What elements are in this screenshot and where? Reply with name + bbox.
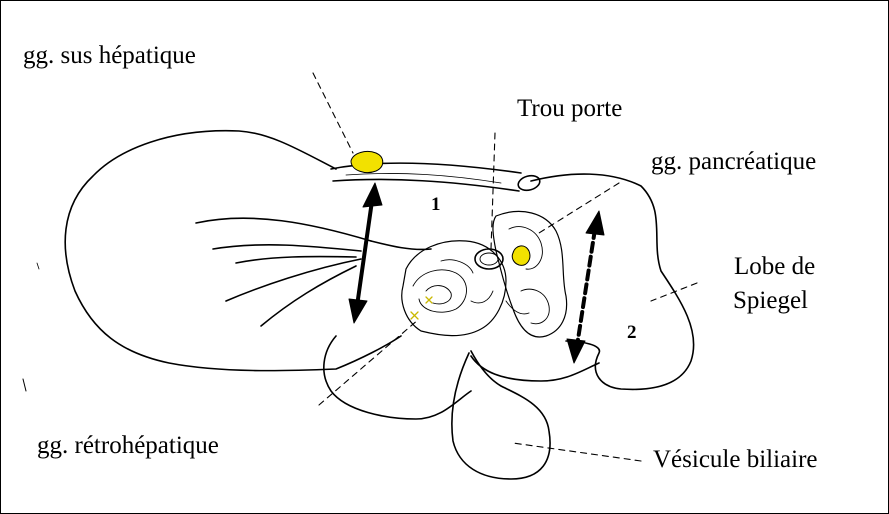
leader-retrohepatique: [319, 319, 419, 405]
arrow-2-head-top: [586, 211, 604, 235]
label-lobe-de: Lobe de: [734, 254, 815, 279]
label-vesicule-biliaire: Vésicule biliaire: [653, 447, 818, 472]
fissure-4: [226, 259, 361, 301]
leader-lobe-spiegel: [651, 283, 697, 301]
label-gg-retrohepatique: gg. rétrohépatique: [37, 433, 219, 458]
leader-lines: [313, 73, 697, 461]
arrow-2-shaft: [577, 229, 595, 346]
fissure-2: [213, 245, 361, 251]
fissure-3: [236, 257, 356, 263]
leader-sus-hepatique: [313, 73, 353, 153]
right-lobe-outline: [531, 174, 694, 389]
leader-pancreatique: [539, 183, 619, 233]
portal-oval: [517, 173, 542, 192]
arrow-1-shaft: [357, 201, 372, 306]
label-spiegel: Spiegel: [733, 288, 808, 313]
arrow-2-head-bottom: [567, 339, 585, 363]
arrow-1-head-top: [363, 183, 382, 207]
fissure-6: [371, 241, 431, 249]
label-gg-pancreatique: gg. pancréatique: [651, 149, 816, 174]
fissure-5: [261, 266, 356, 326]
hilum-tissue-left: [402, 241, 506, 336]
label-gg-sus-hepatique: gg. sus hépatique: [23, 43, 196, 68]
lower-lobe-outline: [324, 336, 471, 419]
hilum-tissue-right: [493, 211, 567, 337]
leader-vesicule: [513, 443, 641, 461]
lymph-node-pancreatique: [512, 246, 530, 265]
fissure-1: [196, 218, 371, 241]
arrow-1-head-bottom: [349, 299, 367, 323]
gallbladder-outline: [452, 351, 550, 479]
lymph-node-sus-hepatique: [351, 151, 383, 172]
label-number-1: 1: [431, 195, 441, 214]
lymph-node-retrohepatique: [411, 297, 432, 319]
label-trou-porte: Trou porte: [517, 96, 622, 121]
label-number-2: 2: [627, 323, 637, 342]
